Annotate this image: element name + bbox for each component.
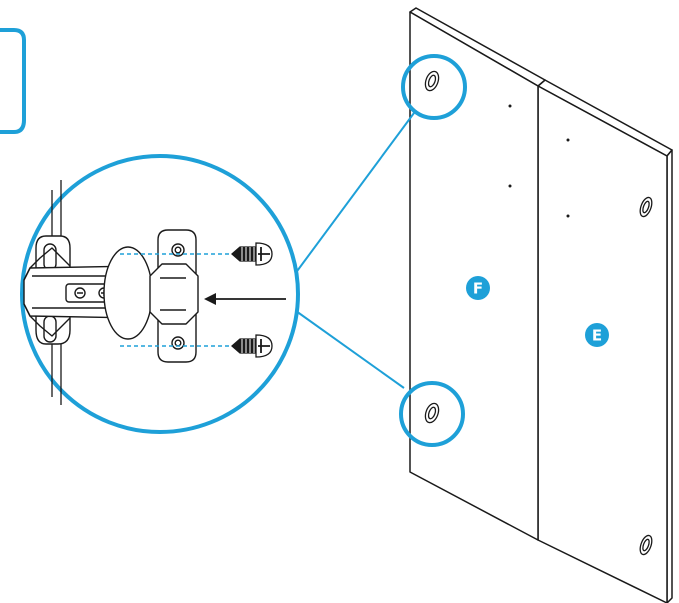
cup-hole <box>639 534 653 556</box>
cup-hole <box>642 200 650 214</box>
cup-hole <box>427 74 437 88</box>
pilot-hole <box>508 184 512 188</box>
highlight-ring-bottom <box>399 381 465 447</box>
hinge-cup-boss <box>149 263 199 325</box>
panel-label-e-text: E <box>592 327 602 345</box>
pilot-holes <box>508 104 570 218</box>
panel-label-f-text: F <box>473 280 483 298</box>
hinge-lower-arm <box>23 303 71 337</box>
plate-screw-hole <box>174 339 182 347</box>
panel-f <box>409 7 546 541</box>
connector-line-bottom <box>288 305 405 389</box>
insert-direction-arrow-icon <box>204 293 286 305</box>
panel-e-cup-holes <box>639 196 653 556</box>
screw-top <box>231 242 273 266</box>
cup-hole <box>639 196 653 218</box>
highlight-ring-top <box>401 54 467 120</box>
cup-hole <box>424 70 440 92</box>
panel-label-e: E <box>585 323 609 347</box>
screw-bottom <box>231 334 273 358</box>
previous-step-callout-frame <box>0 28 26 134</box>
hinge-upper-arm <box>23 247 71 281</box>
cup-hole <box>642 538 650 552</box>
hinge-cup-back <box>103 246 153 340</box>
hinge-icon <box>23 229 199 363</box>
panel-f-cup-holes <box>399 54 467 447</box>
screw-guide-lines <box>120 253 232 347</box>
pilot-hole <box>566 138 570 142</box>
screw-icon <box>231 242 273 358</box>
detail-magnifier <box>20 154 300 434</box>
zoom-connector-lines <box>288 112 415 389</box>
pilot-hole <box>566 214 570 218</box>
cup-hole <box>424 402 440 424</box>
pilot-hole <box>508 104 512 108</box>
plate-screw-hole <box>174 246 182 254</box>
cup-hole <box>427 406 437 420</box>
panel-f-face <box>409 11 539 541</box>
panel-label-f: F <box>466 276 490 300</box>
connector-line-top <box>288 112 415 283</box>
